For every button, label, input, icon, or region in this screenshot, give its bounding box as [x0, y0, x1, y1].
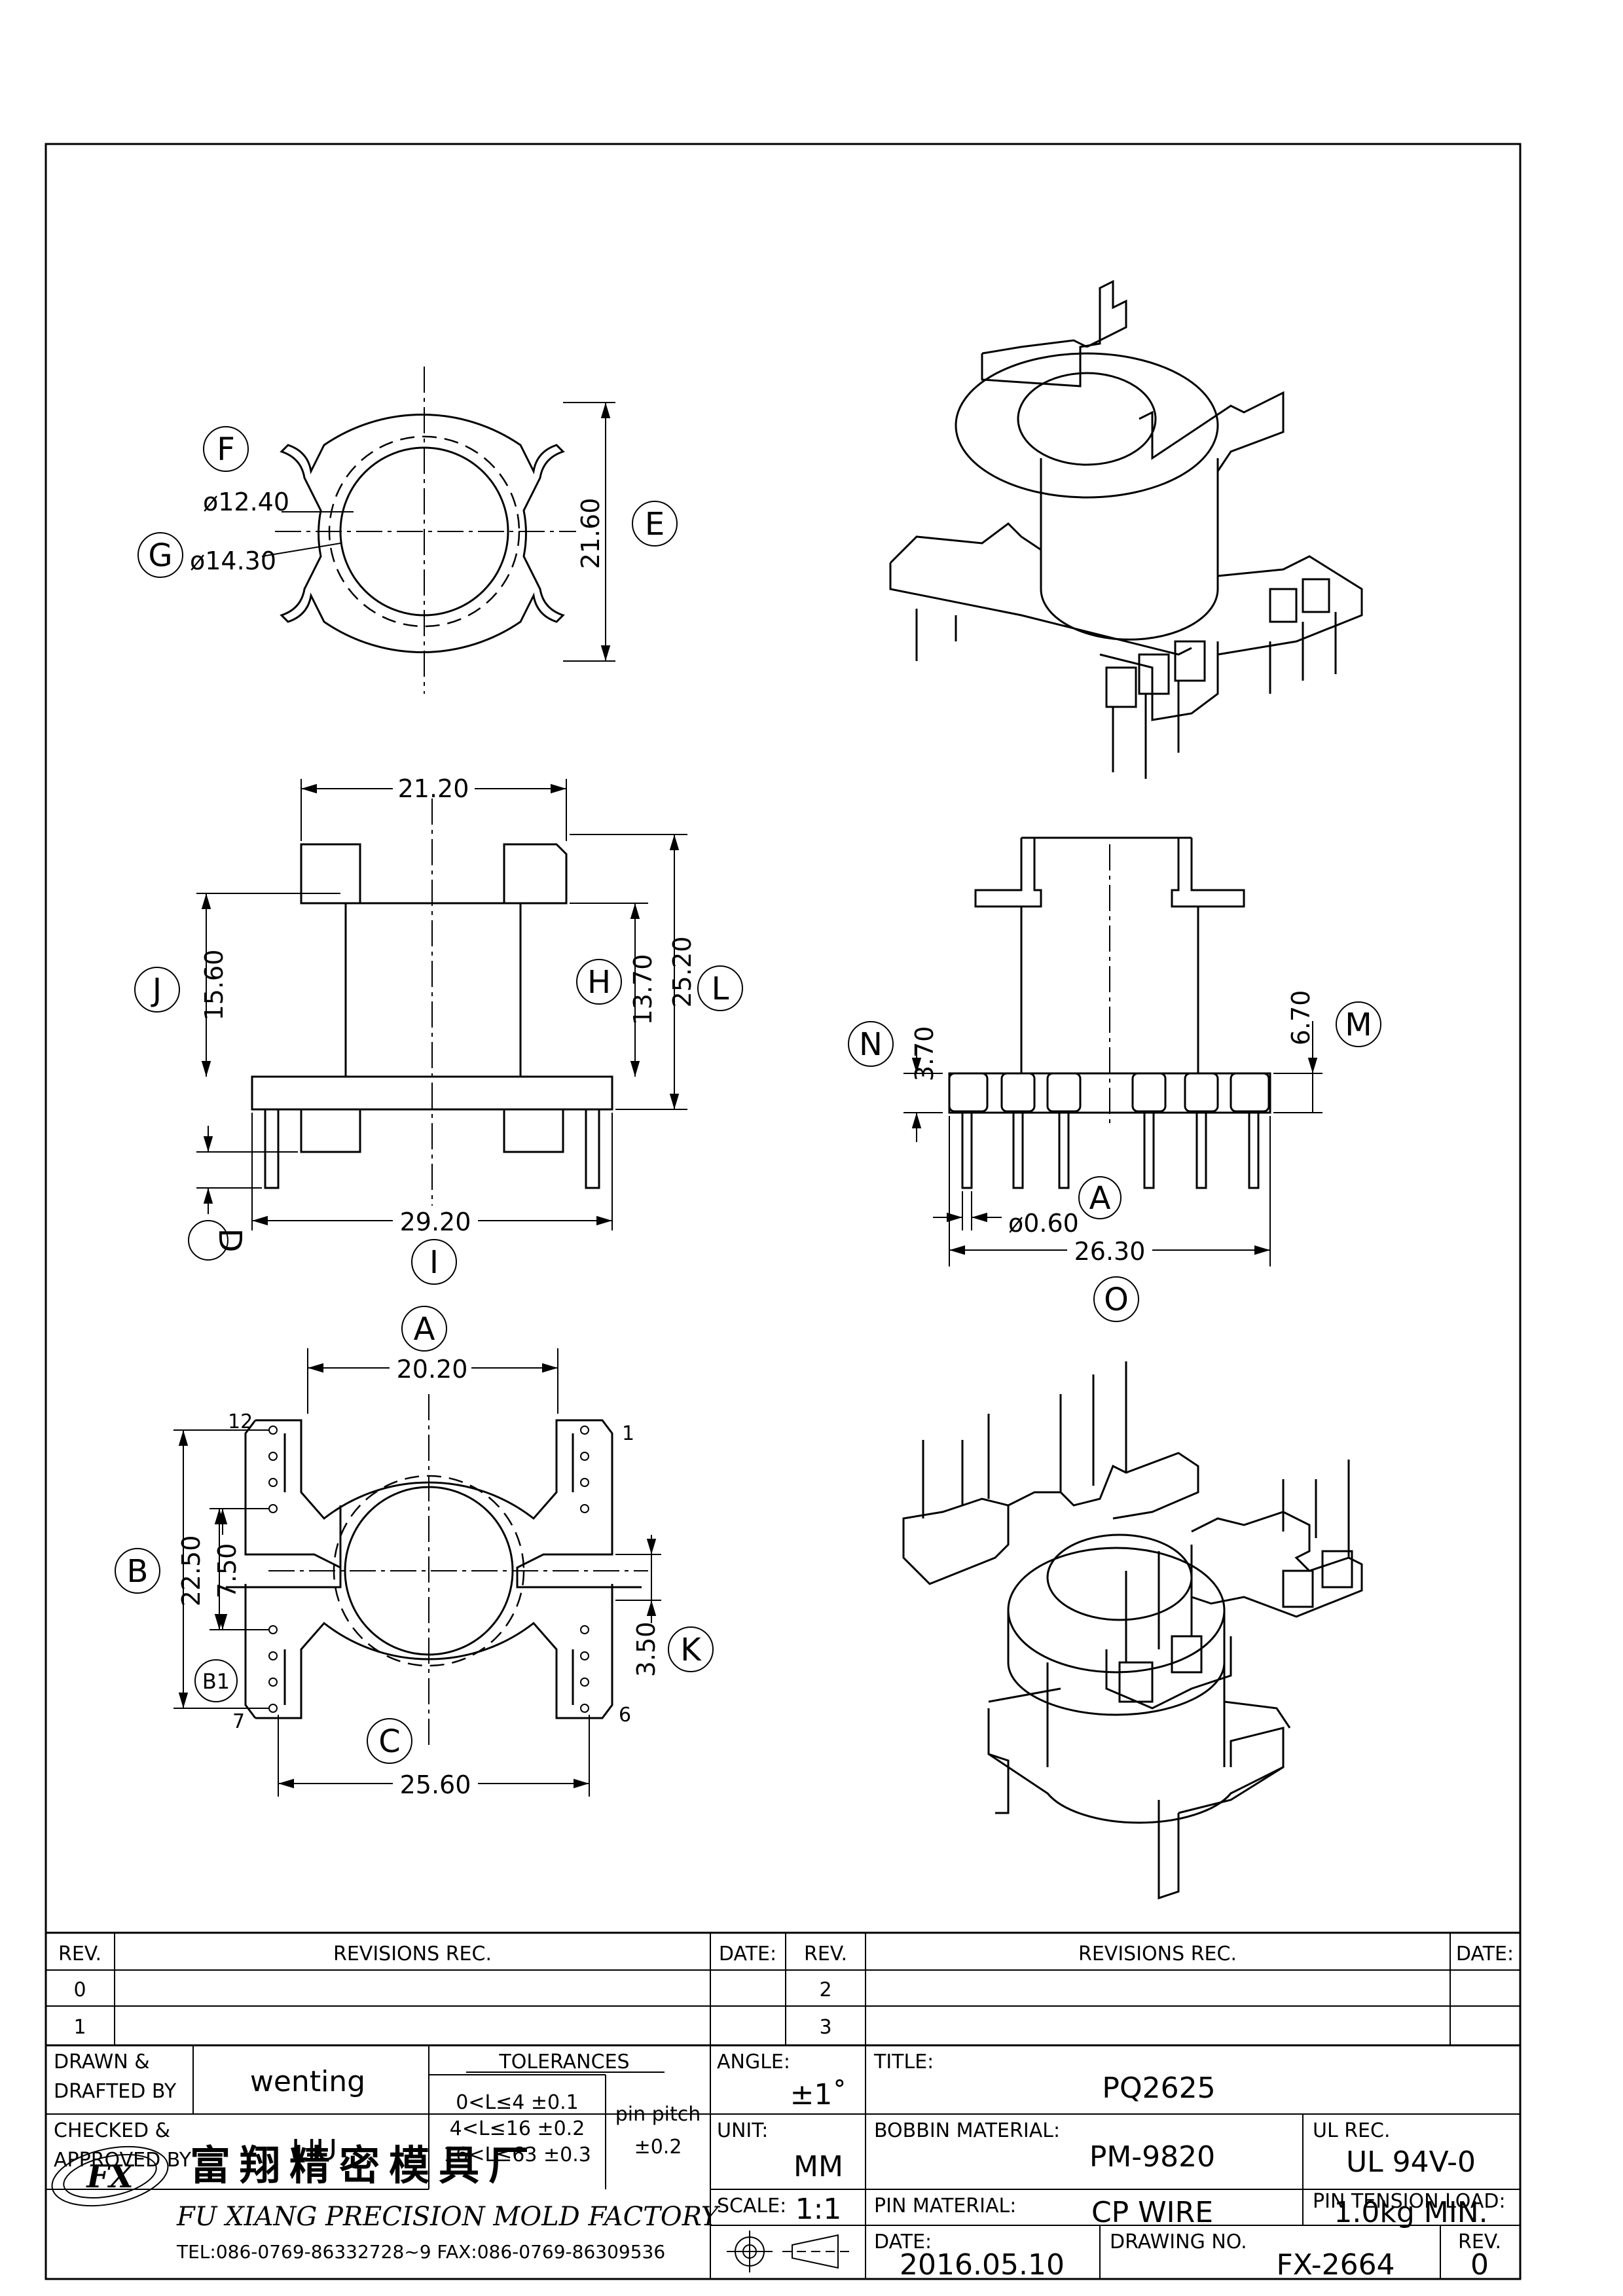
side-view: 3.70 6.70 ø0.60 26.30 N M A O: [848, 836, 1381, 1322]
drawing-no-label: DRAWING NO.: [1110, 2231, 1247, 2253]
tolerance-row-2: 4<L≤16 ±0.2: [450, 2117, 585, 2140]
label-h: H: [587, 964, 611, 1001]
label-g: G: [148, 537, 172, 574]
front-view: 21.20 15.60 13.70 25.20 29.20 J H L D I: [134, 772, 743, 1285]
label-a-side: A: [1089, 1180, 1111, 1217]
pin-pitch-label: pin pitch: [615, 2103, 701, 2126]
label-j: J: [151, 972, 162, 1009]
side-pin-dia-dim: ø0.60: [1008, 1209, 1079, 1238]
bottom-c-dim: 25.60: [400, 1770, 471, 1799]
tolerance-row-3: 16<L≤63 ±0.3: [443, 2144, 591, 2166]
pin-number-7: 7: [232, 1710, 245, 1733]
scale-value: 1:1: [795, 2193, 842, 2226]
bottom-view: 12 1 7 6 20.20 22.50 7.50 3.50 25.60 A B: [115, 1306, 714, 1799]
top-outer-dia-dim: ø14.30: [190, 547, 276, 575]
front-width-bottom-dim: 29.20: [400, 1208, 471, 1236]
ul-rec-label: UL REC.: [1313, 2119, 1391, 2142]
pin-material-value: CP WIRE: [1091, 2196, 1213, 2229]
angle-value: ±1˚: [790, 2078, 847, 2111]
isometric-view-bottom: [902, 1361, 1363, 1900]
company-contact: TEL:086-0769-86332728~9 FAX:086-0769-863…: [176, 2241, 665, 2263]
top-height-dim: 21.60: [576, 498, 605, 569]
company-name-en: FU XIANG PRECISION MOLD FACTORY: [176, 2202, 721, 2232]
rev-label: REV.: [1458, 2231, 1501, 2253]
label-n: N: [859, 1026, 883, 1063]
unit-label: UNIT:: [717, 2119, 768, 2142]
label-a-bottom: A: [414, 1311, 435, 1348]
drawn-by-value: wenting: [250, 2065, 365, 2098]
date-label: DATE:: [874, 2231, 932, 2253]
rev-row-0: 0: [73, 1979, 86, 2001]
title-value: PQ2625: [1102, 2072, 1215, 2105]
label-f: F: [217, 431, 235, 468]
label-c: C: [378, 1723, 401, 1760]
drawing-no-value: FX-2664: [1276, 2248, 1395, 2282]
title-block: REV. REVISIONS REC. DATE: REV. REVISIONS…: [46, 1931, 1520, 2282]
front-h-dim: 13.70: [629, 954, 657, 1026]
logo-text: FX: [85, 2159, 134, 2195]
top-inner-dia-dim: ø12.40: [203, 488, 289, 516]
company-logo: FX: [51, 2145, 169, 2207]
revisions-header-right: REVISIONS REC.: [1078, 1943, 1237, 1965]
bobbin-material-value: PM-9820: [1089, 2140, 1215, 2174]
rev-row-2: 2: [819, 1979, 831, 2001]
side-m-dim: 6.70: [1286, 990, 1315, 1046]
front-j-dim: 15.60: [200, 950, 228, 1021]
scale-label: SCALE:: [717, 2195, 786, 2217]
label-k: K: [680, 1632, 702, 1668]
label-e: E: [645, 506, 665, 543]
label-b1: B1: [202, 1669, 230, 1694]
label-b: B: [127, 1553, 149, 1590]
angle-label: ANGLE:: [717, 2051, 790, 2073]
rev-header-right: REV.: [804, 1943, 847, 1965]
bottom-b1-dim: 7.50: [213, 1543, 242, 1599]
bottom-b-dim: 22.50: [177, 1535, 206, 1607]
revisions-header-left: REVISIONS REC.: [333, 1943, 492, 1965]
isometric-view-top: [889, 279, 1363, 779]
projection-symbol: [727, 2231, 851, 2272]
bottom-k-dim: 3.50: [632, 1622, 661, 1677]
pin-material-label: PIN MATERIAL:: [874, 2195, 1016, 2217]
label-l: L: [712, 971, 729, 1007]
date-header-right: DATE:: [1456, 1943, 1514, 1965]
side-n-dim: 3.70: [910, 1026, 939, 1082]
tolerance-row-1: 0<L≤4 ±0.1: [456, 2091, 579, 2114]
pin-tension-value: 1.0kg MIN.: [1334, 2196, 1487, 2229]
front-width-top-dim: 21.20: [398, 774, 469, 803]
title-label: TITLE:: [873, 2051, 934, 2073]
bottom-a-dim: 20.20: [397, 1355, 468, 1384]
drawn-label-2: DRAFTED BY: [54, 2080, 177, 2103]
date-value: 2016.05.10: [900, 2248, 1065, 2282]
tolerances-header: TOLERANCES: [498, 2051, 629, 2073]
checked-label-1: CHECKED &: [54, 2119, 170, 2142]
unit-value: MM: [793, 2150, 843, 2183]
pin-number-1: 1: [622, 1422, 634, 1445]
bobbin-material-label: BOBBIN MATERIAL:: [874, 2119, 1060, 2142]
label-d: D: [211, 1229, 248, 1253]
company-name-cn: 富翔精密模具厂: [190, 2142, 538, 2189]
label-m: M: [1345, 1007, 1372, 1043]
label-o: O: [1104, 1282, 1129, 1318]
pin-number-6: 6: [619, 1704, 631, 1727]
pin-pitch-value: ±0.2: [634, 2136, 682, 2159]
front-l-dim: 25.20: [668, 937, 697, 1008]
label-i: I: [429, 1244, 439, 1281]
side-width-dim: 26.30: [1074, 1237, 1146, 1266]
top-view: 21.60 ø12.40 ø14.30 F G E: [137, 367, 678, 694]
pin-tension-label: PIN TENSION LOAD:: [1313, 2190, 1506, 2213]
rev-value: 0: [1470, 2248, 1489, 2282]
rev-header-left: REV.: [58, 1943, 101, 1965]
rev-row-3: 3: [819, 2016, 831, 2039]
approved-by-value: LIU: [291, 2134, 337, 2167]
ul-rec-value: UL 94V-0: [1346, 2145, 1476, 2179]
date-header-left: DATE:: [719, 1943, 776, 1965]
rev-row-1: 1: [73, 2016, 86, 2039]
drawn-label-1: DRAWN &: [54, 2051, 150, 2073]
sheet-border: [45, 143, 1522, 2280]
